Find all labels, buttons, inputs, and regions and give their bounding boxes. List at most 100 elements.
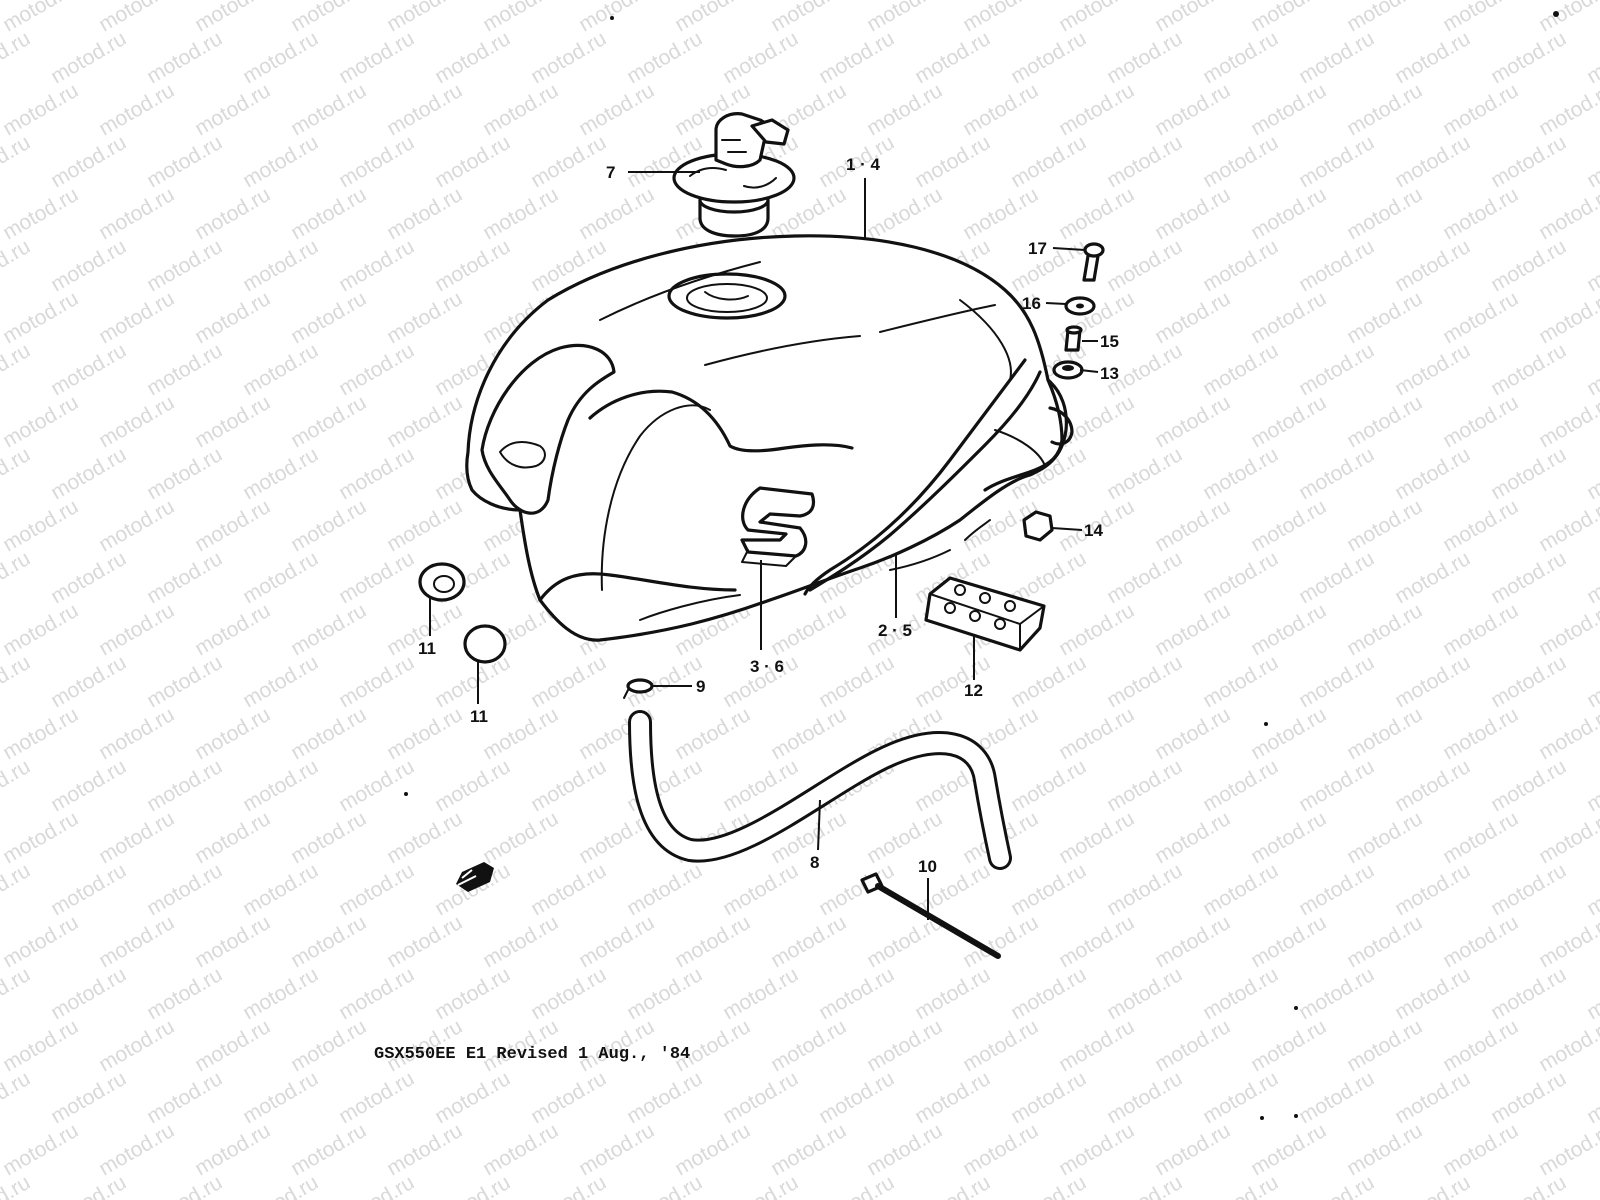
- watermark-text: motod.ru: [95, 287, 178, 348]
- hose-drawing: [628, 710, 1012, 870]
- watermark-text: motod.ru: [1151, 599, 1234, 660]
- watermark-text: motod.ru: [335, 651, 418, 712]
- watermark-text: motod.ru: [143, 443, 226, 504]
- watermark-text: motod.ru: [1535, 1119, 1600, 1180]
- watermark-text: motod.ru: [383, 0, 466, 36]
- watermark-text: motod.ru: [1439, 911, 1522, 972]
- watermark-text: motod.ru: [1151, 0, 1234, 36]
- watermark-text: motod.ru: [1007, 27, 1090, 88]
- callout-3-6: 3 · 6: [750, 657, 784, 676]
- watermark-text: motod.ru: [47, 859, 130, 920]
- watermark-text: motod.ru: [1487, 235, 1570, 296]
- watermark-text: motod.ru: [143, 1067, 226, 1128]
- watermark-text: motod.ru: [95, 1119, 178, 1180]
- watermark-text: motod.ru: [959, 1015, 1042, 1076]
- watermark-text: motod.ru: [911, 963, 994, 1024]
- watermark-text: motod.ru: [1583, 27, 1600, 88]
- watermark-text: motod.ru: [1583, 755, 1600, 816]
- watermark-text: motod.ru: [0, 79, 82, 140]
- watermark-text: motod.ru: [1487, 963, 1570, 1024]
- watermark-text: motod.ru: [1295, 1067, 1378, 1128]
- cushion-drawing: [1052, 360, 1084, 380]
- callout-8: 8: [810, 853, 819, 872]
- watermark-text: motod.ru: [143, 651, 226, 712]
- watermark-text: motod.ru: [47, 1171, 130, 1200]
- watermark-text: motod.ru: [1247, 703, 1330, 764]
- watermark-text: motod.ru: [47, 755, 130, 816]
- watermark-text: motod.ru: [479, 0, 562, 36]
- watermark-text: motod.ru: [0, 131, 34, 192]
- watermark-text: motod.ru: [911, 27, 994, 88]
- collar-drawing: [1064, 325, 1083, 352]
- watermark-text: motod.ru: [95, 183, 178, 244]
- watermark-text: motod.ru: [191, 0, 274, 36]
- cap-plug-lower-drawing: [463, 624, 507, 664]
- watermark-text: motod.ru: [1439, 183, 1522, 244]
- watermark-text: motod.ru: [0, 1119, 82, 1180]
- watermark-text: motod.ru: [95, 391, 178, 452]
- watermark-text: motod.ru: [143, 339, 226, 400]
- watermark-text: motod.ru: [239, 859, 322, 920]
- watermark-text: motod.ru: [1055, 807, 1138, 868]
- watermark-text: motod.ru: [1343, 599, 1426, 660]
- watermark-text: motod.ru: [335, 963, 418, 1024]
- watermark-text: motod.ru: [287, 287, 370, 348]
- watermark-text: motod.ru: [1007, 859, 1090, 920]
- watermark-text: motod.ru: [1247, 287, 1330, 348]
- watermark-text: motod.ru: [191, 287, 274, 348]
- watermark-text: motod.ru: [1007, 651, 1090, 712]
- watermark-text: motod.ru: [1535, 287, 1600, 348]
- watermark-text: motod.ru: [1199, 443, 1282, 504]
- leader-lines: [429, 171, 1099, 920]
- watermark-text: motod.ru: [287, 79, 370, 140]
- watermark-text: motod.ru: [1583, 235, 1600, 296]
- watermark-text: motod.ru: [1343, 79, 1426, 140]
- watermark-text: motod.ru: [1151, 495, 1234, 556]
- watermark-text: motod.ru: [1487, 443, 1570, 504]
- watermark-text: motod.ru: [0, 27, 34, 88]
- watermark-text: motod.ru: [1103, 859, 1186, 920]
- watermark-text: motod.ru: [1439, 599, 1522, 660]
- rear-cushion-drawing: [1022, 510, 1054, 542]
- watermark-text: motod.ru: [671, 911, 754, 972]
- watermark-text: motod.ru: [143, 755, 226, 816]
- watermark-text: motod.ru: [431, 1067, 514, 1128]
- watermark-text: motod.ru: [1103, 1171, 1186, 1200]
- watermark-text: motod.ru: [191, 599, 274, 660]
- watermark-text: motod.ru: [1199, 235, 1282, 296]
- watermark-text: motod.ru: [1391, 547, 1474, 608]
- watermark-text: motod.ru: [815, 651, 898, 712]
- watermark-text: motod.ru: [383, 495, 466, 556]
- watermark-text: motod.ru: [0, 1067, 34, 1128]
- watermark-text: motod.ru: [0, 287, 82, 348]
- bolt-drawing: [1082, 242, 1105, 282]
- watermark-text: motod.ru: [1199, 963, 1282, 1024]
- watermark-text: motod.ru: [1055, 599, 1138, 660]
- watermark-text: motod.ru: [47, 547, 130, 608]
- watermark-text: motod.ru: [287, 1015, 370, 1076]
- watermark-text: motod.ru: [527, 1067, 610, 1128]
- watermark-text: motod.ru: [527, 1171, 610, 1200]
- watermark-text: motod.ru: [431, 651, 514, 712]
- watermark-text: motod.ru: [575, 0, 658, 36]
- watermark-text: motod.ru: [1343, 703, 1426, 764]
- watermark-text: motod.ru: [287, 1119, 370, 1180]
- watermark-text: motod.ru: [1439, 1119, 1522, 1180]
- watermark-text: motod.ru: [239, 339, 322, 400]
- watermark-text: motod.ru: [1055, 183, 1138, 244]
- watermark-text: motod.ru: [863, 1015, 946, 1076]
- watermark-text: motod.ru: [0, 755, 34, 816]
- watermark-text: motod.ru: [719, 1171, 802, 1200]
- watermark-text: motod.ru: [335, 859, 418, 920]
- watermark-text: motod.ru: [1487, 131, 1570, 192]
- watermark-text: motod.ru: [191, 495, 274, 556]
- watermark-text: motod.ru: [1295, 131, 1378, 192]
- watermark-text: motod.ru: [191, 703, 274, 764]
- watermark-text: motod.ru: [1343, 1119, 1426, 1180]
- watermark-text: motod.ru: [1151, 183, 1234, 244]
- watermark-text: motod.ru: [383, 79, 466, 140]
- watermark-text: motod.ru: [623, 963, 706, 1024]
- watermark-text: motod.ru: [575, 79, 658, 140]
- watermark-text: motod.ru: [1535, 79, 1600, 140]
